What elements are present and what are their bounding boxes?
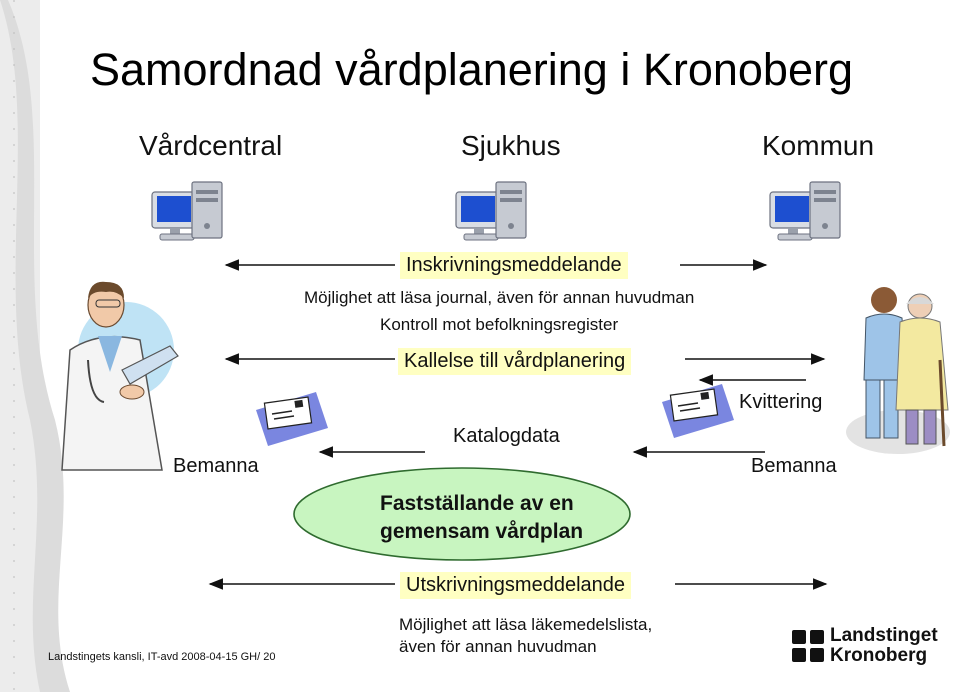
care-plan-line-1: Fastställande av en: [380, 492, 574, 515]
email-icon-right: [661, 383, 735, 439]
doctor-figure: [61, 281, 179, 471]
column-heading-sjukhus: Sjukhus: [461, 130, 561, 161]
logo-mark: [792, 630, 824, 662]
computer-icon-vardcentral: [151, 181, 223, 241]
computer-icon-sjukhus: [455, 181, 527, 241]
care-plan-label: Fastställande av en gemensam vårdplan: [380, 490, 583, 546]
label-medlist: Möjlighet att läsa läkemedelslista, även…: [399, 614, 652, 658]
logo-line-2: Kronoberg: [830, 645, 928, 666]
page-title: Samordnad vårdplanering i Kronoberg: [90, 44, 853, 95]
care-plan-line-2: gemensam vårdplan: [380, 520, 584, 543]
label-registry-note: Kontroll mot befolkningsregister: [380, 315, 619, 334]
decorative-ribbon: [0, 0, 70, 692]
computer-icon-kommun: [769, 181, 841, 241]
label-receipt: Kvittering: [739, 391, 823, 413]
label-staff-right: Bemanna: [751, 455, 837, 477]
column-heading-kommun: Kommun: [762, 130, 875, 161]
label-invitation: Kallelse till vårdplanering: [398, 348, 632, 375]
logo-line-1: Landstinget: [830, 625, 938, 646]
column-heading-vardcentral: Vårdcentral: [139, 130, 283, 161]
care-plan-ellipse: [293, 467, 631, 561]
elderly-couple-figure: [846, 287, 950, 454]
label-catalog: Katalogdata: [453, 425, 560, 447]
medlist-line-2: även för annan huvudman: [399, 637, 597, 656]
label-staff-left: Bemanna: [173, 455, 259, 477]
footer-text: Landstingets kansli, IT-avd 2008-04-15 G…: [48, 651, 276, 663]
label-discharge: Utskrivningsmeddelande: [400, 572, 632, 599]
medlist-line-1: Möjlighet att läsa läkemedelslista,: [399, 615, 653, 634]
logo-text: Landstinget Kronoberg: [830, 626, 938, 666]
label-journal-note: Möjlighet att läsa journal, även för ann…: [304, 288, 695, 307]
email-icon-left: [255, 391, 329, 447]
label-admission: Inskrivningsmeddelande: [400, 252, 628, 279]
